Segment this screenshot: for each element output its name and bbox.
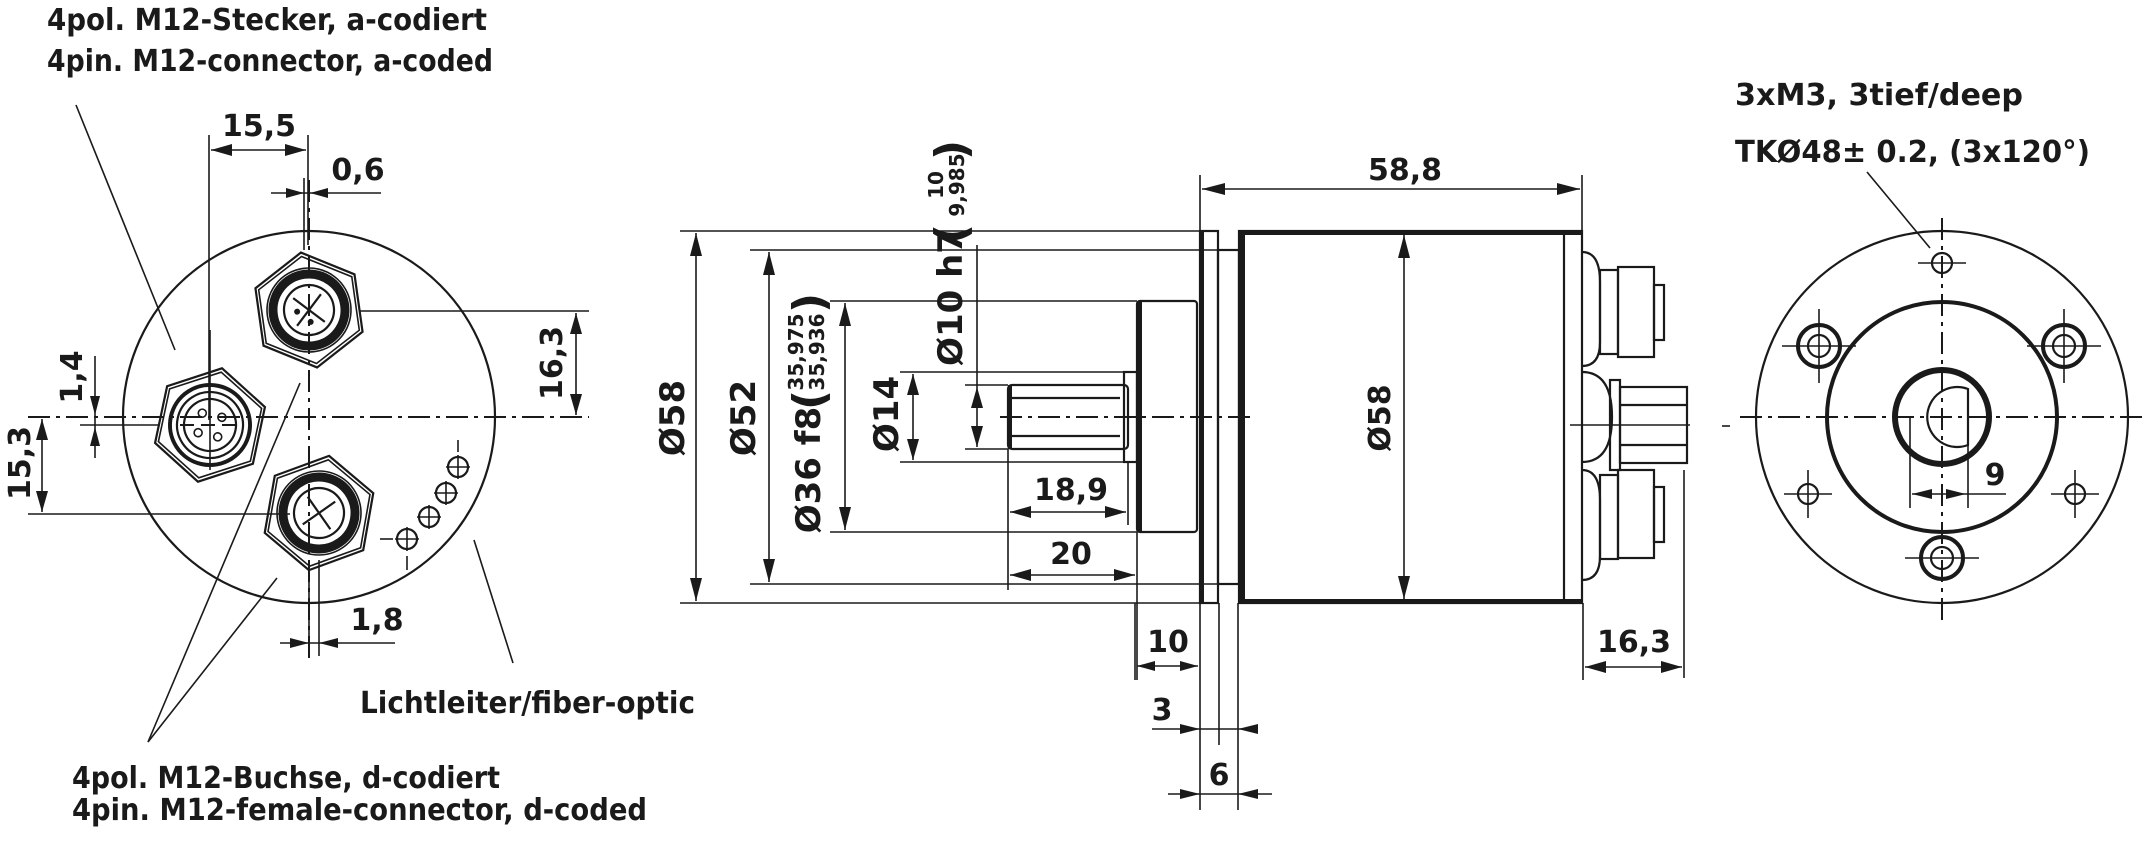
fiber-optic-leader [473, 539, 514, 664]
dim-len-10: 10 [1147, 625, 1189, 660]
dim-len-6: 6 [1209, 758, 1230, 793]
holes-label-line2: TKØ48± 0.2, (3x120°) [1735, 135, 2090, 170]
m3-hole-lower-left [1784, 470, 1832, 518]
dim-dia10-tol-upper: 10 [924, 171, 948, 199]
dim-len-18-9: 18,9 [1034, 473, 1108, 508]
svg-text:(: ( [926, 224, 977, 244]
fiber-optic-label: Lichtleiter/fiber-optic [360, 686, 695, 721]
socket-connector-bottom [258, 446, 380, 580]
dim-dia36-tol-lower: 35,936 [805, 313, 829, 390]
side-view: Ø58 Ø52 Ø36 f8 35,975 35,936 ( ) Ø14 Ø10… [653, 140, 1690, 810]
side-connectors [1570, 250, 1690, 582]
dim-16-3: 16,3 [535, 326, 570, 400]
holes-label-line1: 3xM3, 3tief/deep [1735, 78, 2023, 113]
dim-15-3: 15,3 [3, 426, 38, 500]
dim-1-4: 1,4 [55, 350, 90, 403]
dim-dia10: Ø10 h7 [931, 230, 971, 366]
dim-flat-9: 9 [1985, 458, 2006, 493]
dim-15-5: 15,5 [222, 109, 296, 144]
dim-dia58-body: Ø58 [1363, 384, 1398, 451]
socket-connector-top [250, 244, 368, 376]
socket-label-en: 4pin. M12-female-connector, d-coded [72, 793, 647, 828]
counterbore-upper-right [2027, 309, 2101, 383]
dim-1-8: 1,8 [350, 603, 403, 638]
plug-label-en: 4pin. M12-connector, a-coded [47, 44, 493, 79]
dim-dia36-tol-upper: 35,975 [784, 313, 808, 390]
svg-text:): ) [784, 293, 835, 313]
socket-leader-1 [147, 382, 301, 743]
socket-leader-2 [147, 577, 278, 743]
dim-len-20: 20 [1050, 537, 1092, 572]
dim-len-58-8: 58,8 [1368, 153, 1442, 188]
svg-text:): ) [926, 140, 977, 160]
encoder-body [1237, 229, 1584, 605]
socket-label-de: 4pol. M12-Buchse, d-codiert [72, 761, 500, 796]
holes-leader [1866, 171, 1931, 249]
rear-view: 4pol. M12-Stecker, a-codiert 4pin. M12-c… [3, 3, 695, 828]
fiber-optic-ports [380, 440, 470, 570]
counterbore-bottom [1905, 535, 1979, 581]
dim-dia52: Ø52 [724, 380, 764, 456]
front-view: 3xM3, 3tief/deep TKØ48± 0.2, (3x120°) [1722, 78, 2146, 620]
plug-connector [147, 356, 273, 494]
dim-dia14: Ø14 [867, 376, 907, 452]
shaft-with-flat [1926, 385, 1970, 449]
svg-text:(: ( [784, 390, 835, 410]
plug-label-de: 4pol. M12-Stecker, a-codiert [47, 3, 487, 38]
dim-len-3: 3 [1152, 693, 1173, 728]
counterbore-upper-left [1782, 309, 1856, 383]
dim-dia36: Ø36 f8 [789, 407, 829, 534]
m3-hole-lower-right [2051, 470, 2099, 518]
dim-len-16-3: 16,3 [1597, 625, 1671, 660]
dim-dia58-flange: Ø58 [653, 380, 693, 456]
dim-dia10-tol-lower: 9,985 [945, 153, 969, 216]
plug-leader-line [75, 104, 176, 351]
dim-0-6: 0,6 [331, 153, 384, 188]
